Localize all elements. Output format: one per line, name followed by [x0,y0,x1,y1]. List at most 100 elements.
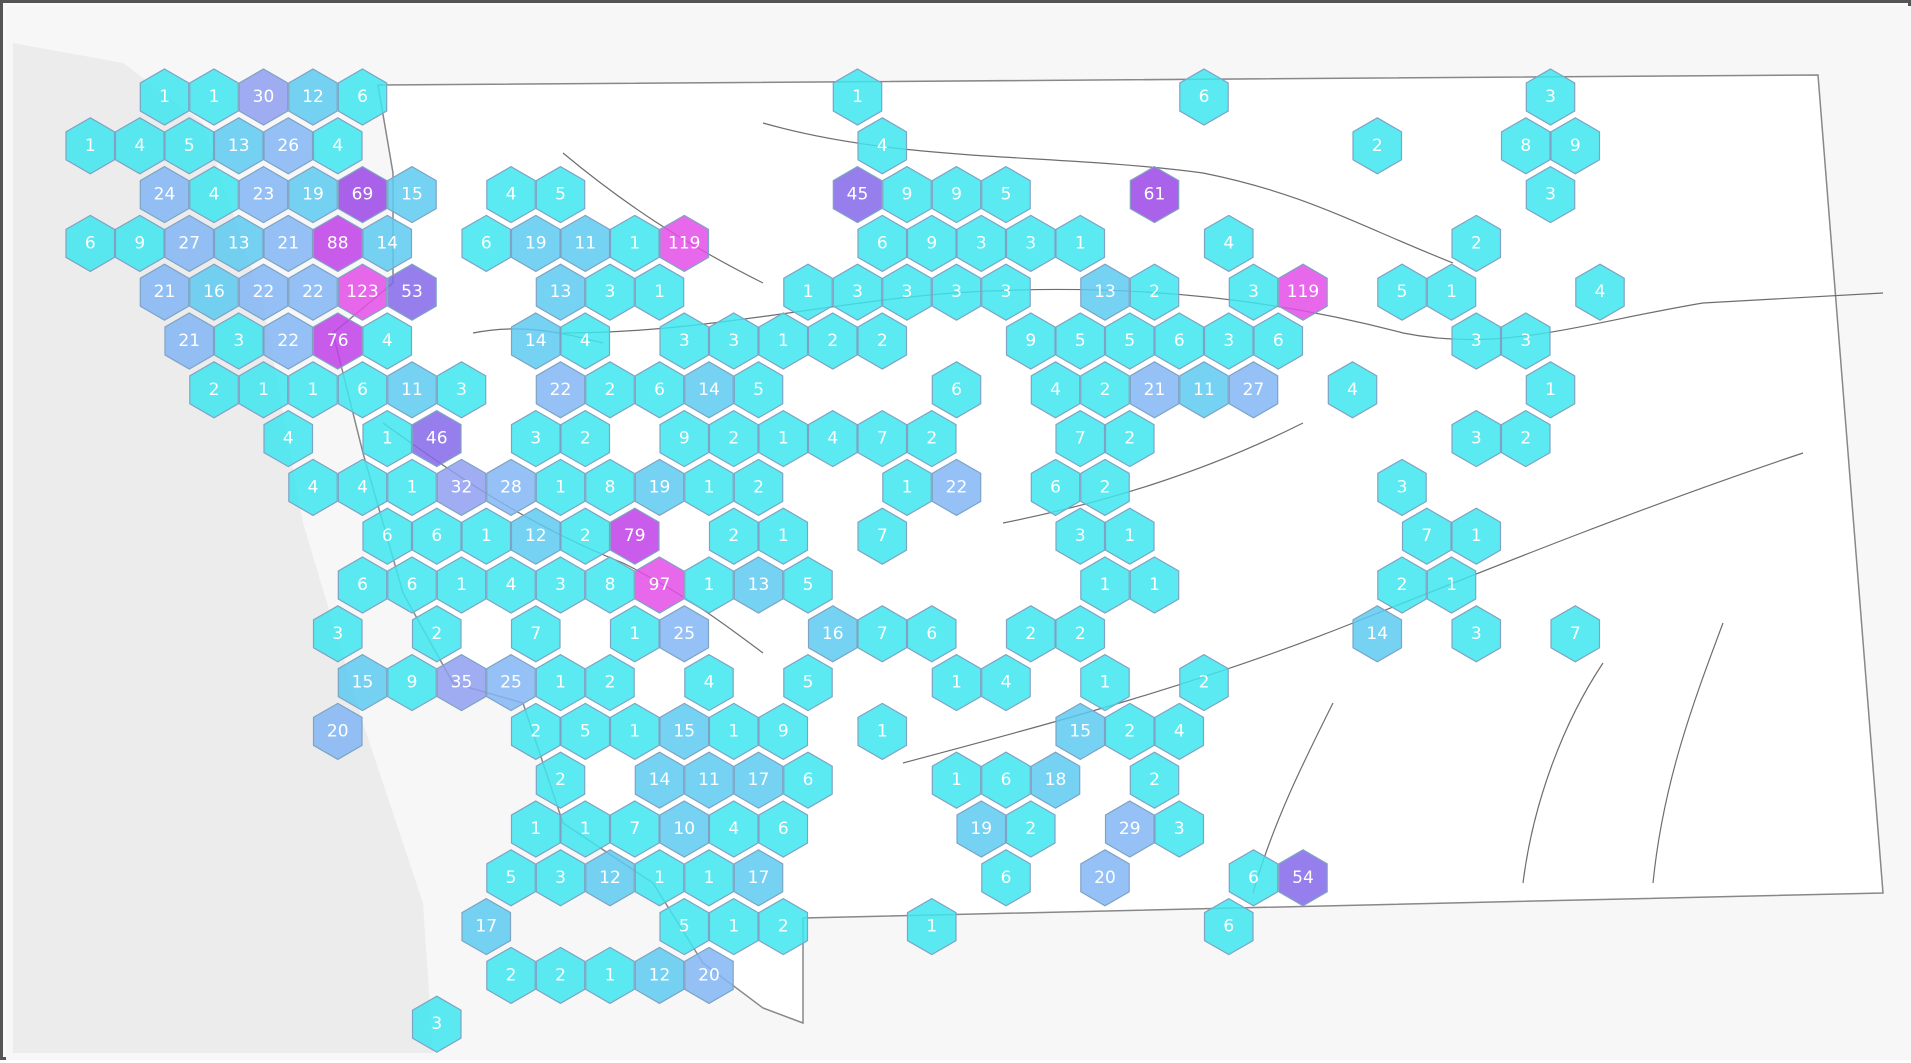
hex-cell[interactable]: 1 [857,702,908,761]
hex-cell[interactable]: 4 [857,117,908,175]
hex-cell[interactable]: 2 [857,312,908,370]
hex-cell[interactable]: 1 [783,263,833,321]
hex-cell[interactable]: 3 [956,214,1007,273]
hex-cell[interactable]: 1 [1451,507,1502,565]
hex-cell[interactable]: 29 [1104,800,1155,858]
hex-cell[interactable]: 7 [857,605,908,663]
hex-cell[interactable]: 3 [510,409,561,468]
hex-cell[interactable]: 15 [1055,702,1106,761]
hex-cell[interactable]: 3 [1525,68,1576,126]
hex-cell[interactable]: 9 [906,214,957,273]
hex-cell[interactable]: 6 [1179,68,1229,126]
hex-cell[interactable]: 14 [684,361,734,419]
hex-cell[interactable]: 1 [609,214,660,273]
hex-cell[interactable]: 6 [931,361,982,419]
hex-cell[interactable]: 54 [1278,849,1328,907]
hex-cell[interactable]: 16 [189,263,239,321]
hex-cell[interactable]: 9 [931,165,982,224]
hex-cell[interactable]: 14 [362,214,413,273]
hex-cell[interactable]: 88 [312,214,363,273]
hex-cell[interactable]: 13 [535,263,586,321]
hex-cell[interactable]: 2 [510,702,561,761]
hex-cell[interactable]: 4 [560,312,611,370]
hex-cell[interactable]: 5 [1104,312,1155,370]
hex-cell[interactable]: 1 [1055,214,1106,273]
hex-cell[interactable]: 9 [659,409,710,468]
hex-cell[interactable]: 1 [684,556,734,614]
hex-cell[interactable]: 2 [733,458,784,517]
hex-cell[interactable]: 6 [65,214,116,273]
hex-cell[interactable]: 3 [585,263,635,321]
hex-cell[interactable]: 2 [1377,556,1427,614]
hex-cell[interactable]: 13 [213,117,264,175]
hex-cell[interactable]: 1 [684,458,734,517]
hex-cell[interactable]: 6 [783,751,833,809]
hex-cell[interactable]: 3 [1451,605,1502,663]
hex-cell[interactable]: 1 [758,409,809,468]
hex-cell[interactable]: 4 [981,653,1031,712]
hex-cell[interactable]: 22 [288,263,338,321]
hex-cell[interactable]: 1 [1104,507,1155,565]
hex-cell[interactable]: 2 [708,409,759,468]
hex-cell[interactable]: 1 [288,361,338,419]
hex-cell[interactable]: 3 [931,263,982,321]
hex-cell[interactable]: 7 [857,507,908,565]
hex-cell[interactable]: 2 [1104,702,1155,761]
hex-cell[interactable]: 2 [535,751,586,809]
hex-cell[interactable]: 123 [337,263,388,321]
hex-cell[interactable]: 9 [758,702,809,761]
hex-cell[interactable]: 3 [535,556,586,614]
hex-cell[interactable]: 6 [1203,897,1254,956]
hex-cell[interactable]: 2 [1005,800,1056,858]
hex-cell[interactable]: 3 [1203,312,1254,370]
hex-cell[interactable]: 3 [1500,312,1551,370]
hex-cell[interactable]: 1 [684,849,734,907]
hex-cell[interactable]: 17 [733,849,784,907]
hex-cell[interactable]: 97 [634,556,685,614]
hex-cell[interactable]: 2 [585,653,635,712]
hex-cell[interactable]: 10 [659,800,710,858]
hex-cell[interactable]: 1 [1426,556,1477,614]
hex-cell[interactable]: 4 [189,165,239,224]
hex-cell[interactable]: 1 [906,897,957,956]
hex-cell[interactable]: 27 [164,214,215,273]
hex-cell[interactable]: 76 [312,312,363,370]
hex-cell[interactable]: 6 [981,849,1031,907]
hex-cell[interactable]: 6 [337,68,388,126]
hex-cell[interactable]: 6 [411,507,462,565]
hex-cell[interactable]: 22 [535,361,586,419]
hex-cell[interactable]: 1 [832,68,883,126]
hex-cell[interactable]: 2 [560,507,611,565]
hex-cell[interactable]: 19 [956,800,1007,858]
hex-cell[interactable]: 7 [857,409,908,468]
hex-cell[interactable]: 2 [906,409,957,468]
hex-cell[interactable]: 4 [312,117,363,175]
hex-cell[interactable]: 9 [114,214,165,273]
hex-cell[interactable]: 35 [436,653,487,712]
hex-cell[interactable]: 21 [1129,361,1180,419]
hex-cell[interactable]: 1 [510,800,561,858]
hex-cell[interactable]: 1 [758,312,809,370]
hex-cell[interactable]: 2 [1129,751,1180,809]
hex-cell[interactable]: 2 [1080,458,1130,517]
hex-cell[interactable]: 14 [510,312,561,370]
hex-cell[interactable]: 3 [312,605,363,663]
hex-cell[interactable]: 1 [362,409,413,468]
hex-cell[interactable]: 2 [708,507,759,565]
hex-cell[interactable]: 2 [758,897,809,956]
hex-cell[interactable]: 1 [634,849,685,907]
hex-cell[interactable]: 2 [560,409,611,468]
hex-cell[interactable]: 1 [560,800,611,858]
hex-cell[interactable]: 13 [1080,263,1130,321]
hex-cell[interactable]: 53 [387,263,437,321]
hex-cell[interactable]: 5 [486,849,536,907]
hex-cell[interactable]: 3 [708,312,759,370]
hex-cell[interactable]: 1 [708,897,759,956]
hex-cell[interactable]: 7 [510,605,561,663]
hex-cell[interactable]: 1 [387,458,437,517]
hex-cell[interactable]: 3 [659,312,710,370]
hex-cell[interactable]: 1 [1080,556,1130,614]
hex-cell[interactable]: 7 [1055,409,1106,468]
